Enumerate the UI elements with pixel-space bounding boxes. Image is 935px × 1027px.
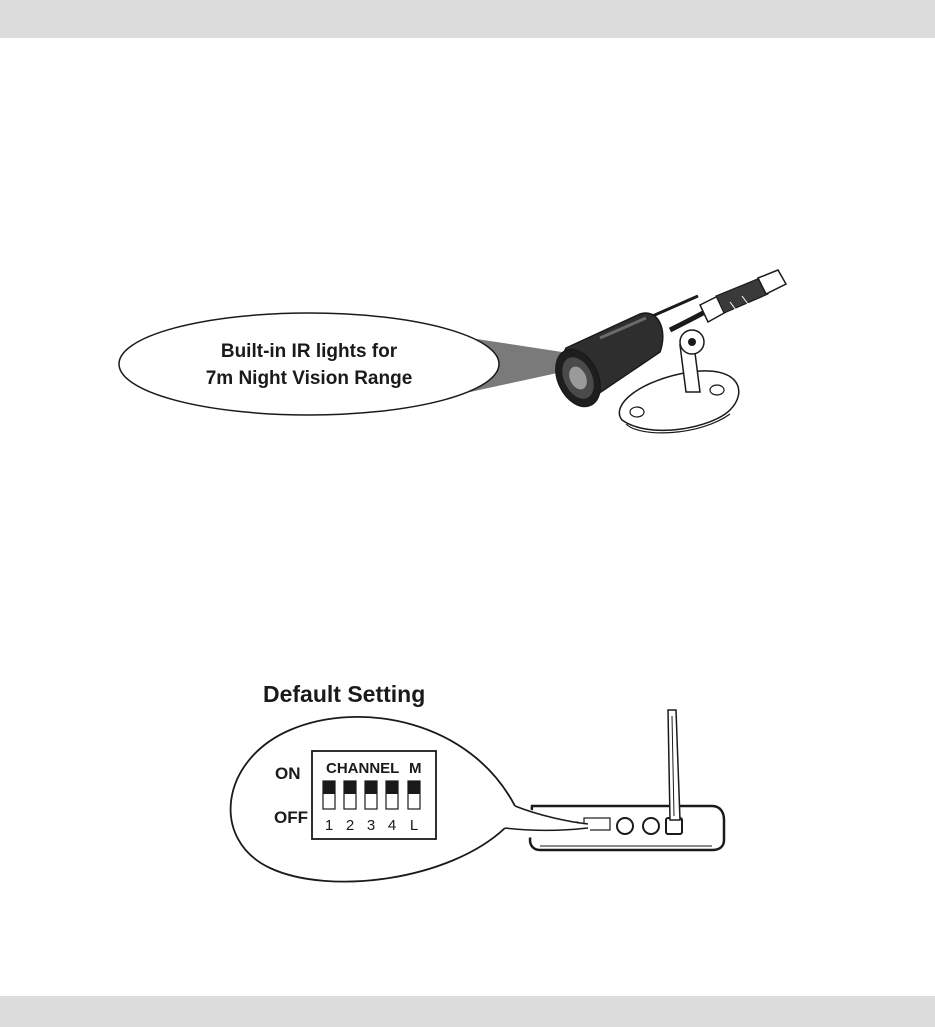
switch-number-l: L — [407, 817, 421, 834]
receiver-illustration — [0, 0, 935, 1000]
receiver-figure — [0, 0, 935, 1000]
switch-number-1: 1 — [322, 817, 336, 834]
switch-number-3: 3 — [364, 817, 378, 834]
footer-band — [0, 996, 935, 1027]
switch-number-4: 4 — [385, 817, 399, 834]
m-label: M — [409, 760, 422, 777]
channel-label: CHANNEL — [326, 760, 399, 777]
on-label: ON — [275, 764, 301, 784]
switch-number-2: 2 — [343, 817, 357, 834]
off-label: OFF — [274, 808, 308, 828]
